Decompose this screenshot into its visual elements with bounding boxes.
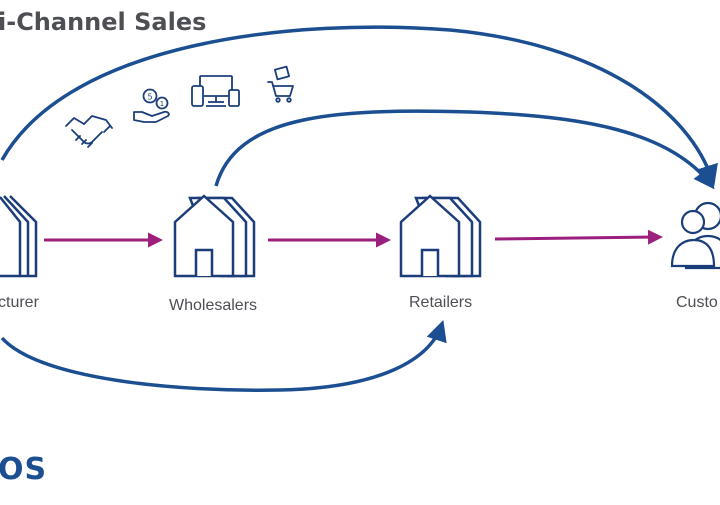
- page-title: i-Channel Sales: [0, 8, 207, 36]
- shopping-cart-icon: [267, 65, 294, 103]
- devices-icon: [191, 75, 240, 107]
- manufacturer-building-icon: [0, 195, 38, 278]
- arc-manufacturer-to-customers: [0, 25, 718, 186]
- wholesalers-building-icon: [173, 194, 256, 278]
- arc-manufacturer-to-retailers: [0, 320, 447, 392]
- label-manufacturer: cturer: [0, 294, 39, 311]
- coins-hand-icon: 5 1: [133, 88, 170, 123]
- label-customers: Custo: [676, 294, 718, 311]
- label-wholesalers: Wholesalers: [169, 297, 258, 314]
- arc-wholesalers-to-customers: [214, 109, 715, 190]
- handshake-icon: [65, 115, 113, 148]
- flow-arrow-retailers-customers: [494, 229, 663, 245]
- svg-text:1: 1: [160, 100, 164, 108]
- customers-group-icon: [670, 201, 720, 270]
- brand-logo: OS: [0, 452, 48, 487]
- svg-text:5: 5: [147, 93, 152, 102]
- label-retailers: Retailers: [409, 294, 473, 311]
- retailers-building-icon: [399, 194, 482, 278]
